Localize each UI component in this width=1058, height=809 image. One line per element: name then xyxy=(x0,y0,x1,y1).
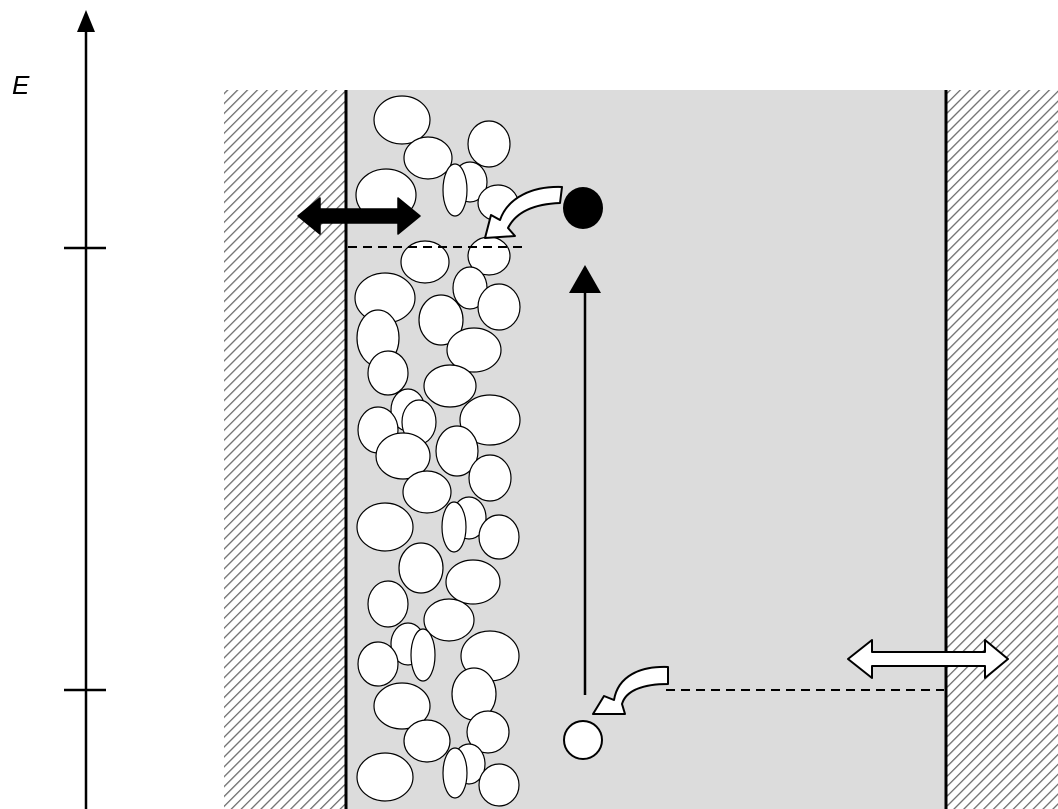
particle xyxy=(404,137,452,179)
particle xyxy=(443,164,467,216)
energy-axis-label: E xyxy=(12,70,29,101)
particle xyxy=(478,284,520,330)
particle xyxy=(404,720,450,762)
particle xyxy=(358,642,398,686)
particle xyxy=(357,503,413,551)
particle xyxy=(368,581,408,627)
particle xyxy=(357,753,413,801)
particle xyxy=(446,560,500,604)
particle xyxy=(424,365,476,407)
axis-arrowhead-icon xyxy=(77,10,95,32)
energy-axis xyxy=(64,10,106,809)
particle xyxy=(443,748,467,798)
filled-dot xyxy=(563,187,603,229)
particle xyxy=(442,502,466,552)
hollow-dot xyxy=(564,721,602,759)
particle xyxy=(479,764,519,806)
particle xyxy=(479,515,519,559)
particle xyxy=(374,96,430,144)
particle xyxy=(403,471,451,513)
particle xyxy=(469,455,511,501)
particle xyxy=(468,121,510,167)
particle xyxy=(424,599,474,641)
particle xyxy=(411,629,435,681)
particle xyxy=(368,351,408,395)
left-electrode xyxy=(224,90,346,809)
particle xyxy=(399,543,443,593)
right-electrode xyxy=(946,90,1058,809)
